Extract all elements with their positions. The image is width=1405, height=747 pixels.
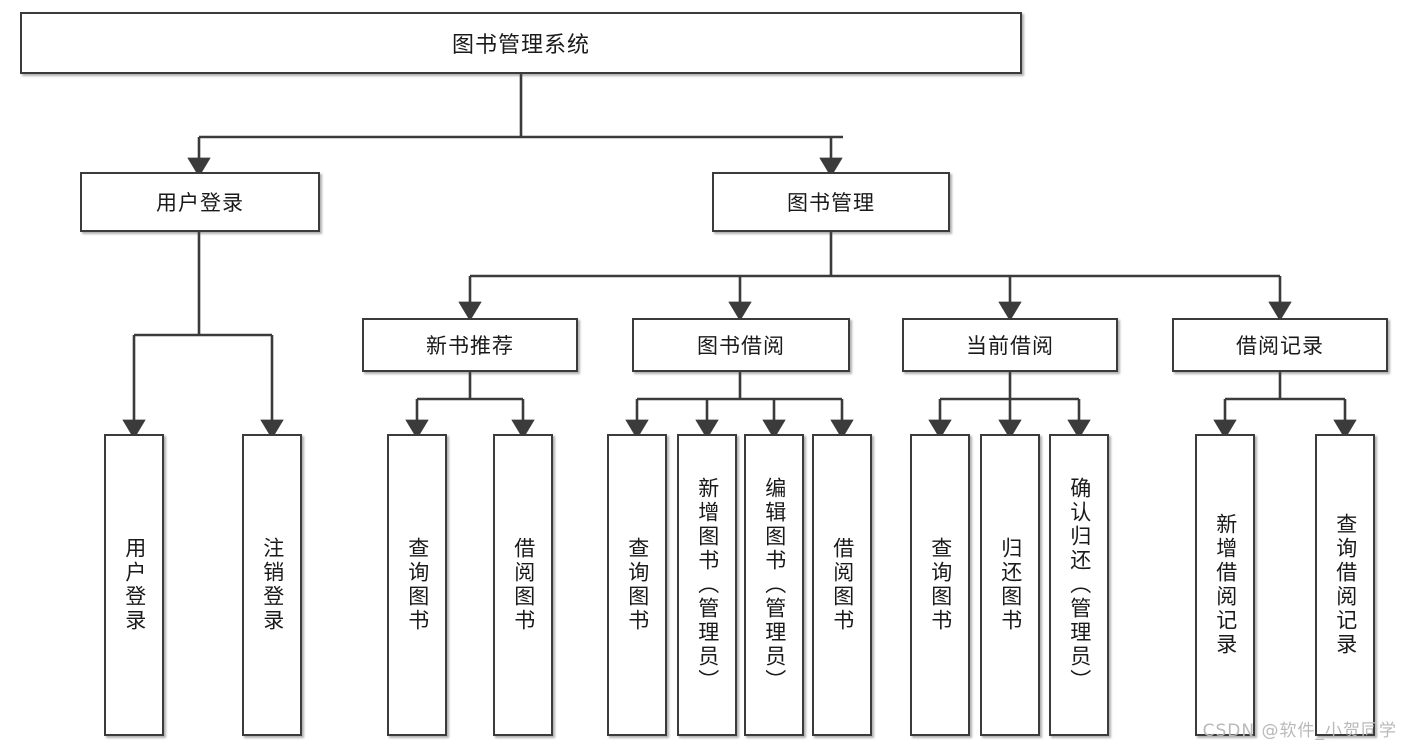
leaf-new-book-1[interactable]: 查询图书 (387, 434, 447, 736)
node-user-login[interactable]: 用户登录 (80, 172, 320, 232)
leaf-new-book-2[interactable]: 借阅图书 (493, 434, 553, 736)
node-book-manage-label: 图书管理 (787, 191, 875, 215)
leaf-label: 查询图书 (928, 537, 953, 633)
leaf-label: 归还图书 (998, 537, 1023, 633)
leaf-user-login-1[interactable]: 用户登录 (104, 434, 164, 736)
leaf-label: 编辑图书（管理员） (762, 477, 787, 693)
node-borrow-record[interactable]: 借阅记录 (1172, 318, 1388, 372)
node-borrow-record-label: 借阅记录 (1236, 334, 1324, 358)
leaf-current-borrow-3[interactable]: 确认归还（管理员） (1049, 434, 1109, 736)
node-root-label: 图书管理系统 (451, 33, 590, 58)
leaf-book-borrow-1[interactable]: 查询图书 (607, 434, 667, 736)
leaf-book-borrow-4[interactable]: 借阅图书 (812, 434, 872, 736)
leaf-book-borrow-2[interactable]: 新增图书（管理员） (677, 434, 737, 736)
leaf-label: 确认归还（管理员） (1067, 477, 1092, 693)
node-user-login-label: 用户登录 (156, 191, 244, 215)
node-root[interactable]: 图书管理系统 (20, 12, 1022, 74)
node-new-book-recommend[interactable]: 新书推荐 (362, 318, 578, 372)
leaf-label: 查询借阅记录 (1333, 513, 1358, 657)
leaf-label: 查询图书 (405, 537, 430, 633)
node-book-borrow[interactable]: 图书借阅 (632, 318, 850, 372)
node-book-borrow-label: 图书借阅 (697, 334, 785, 358)
leaf-borrow-record-1[interactable]: 新增借阅记录 (1195, 434, 1255, 736)
leaf-label: 借阅图书 (830, 537, 855, 633)
node-current-borrow-label: 当前借阅 (966, 334, 1054, 358)
leaf-label: 新增借阅记录 (1213, 513, 1238, 657)
leaf-label: 新增图书（管理员） (695, 477, 720, 693)
leaf-current-borrow-1[interactable]: 查询图书 (910, 434, 970, 736)
leaf-book-borrow-3[interactable]: 编辑图书（管理员） (744, 434, 804, 736)
node-book-manage[interactable]: 图书管理 (712, 172, 950, 232)
leaf-current-borrow-2[interactable]: 归还图书 (980, 434, 1040, 736)
leaf-label: 用户登录 (122, 537, 147, 633)
leaf-label: 注销登录 (260, 537, 285, 633)
leaf-label: 查询图书 (625, 537, 650, 633)
node-current-borrow[interactable]: 当前借阅 (902, 318, 1118, 372)
leaf-label: 借阅图书 (511, 537, 536, 633)
leaf-user-login-2[interactable]: 注销登录 (242, 434, 302, 736)
node-new-book-recommend-label: 新书推荐 (426, 334, 514, 358)
leaf-borrow-record-2[interactable]: 查询借阅记录 (1315, 434, 1375, 736)
